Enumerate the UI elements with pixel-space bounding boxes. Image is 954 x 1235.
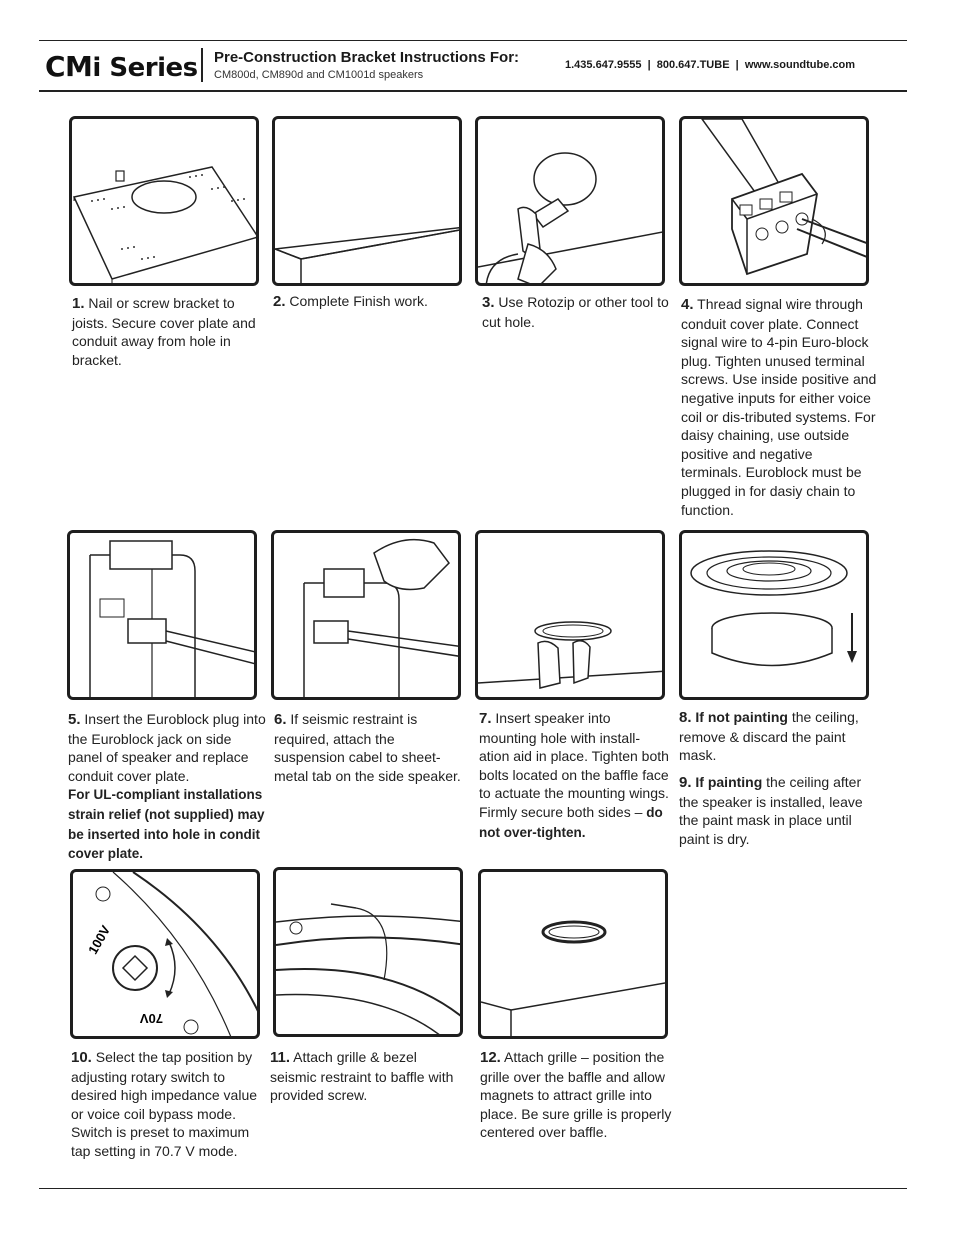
step-5-illustration xyxy=(67,530,257,700)
step-7-illustration xyxy=(475,530,665,700)
step-2-caption: 2. Complete Finish work. xyxy=(273,292,465,312)
step-12-caption: 12. Attach grille – position the grille … xyxy=(480,1048,684,1142)
step-7-caption: 7. Insert speaker into mounting hole wit… xyxy=(479,709,669,842)
tap-70v-label: 70V xyxy=(140,1011,163,1026)
step-11-illustration xyxy=(273,867,463,1037)
document-title: Pre-Construction Bracket Instructions Fo… xyxy=(214,49,519,66)
step-6-illustration xyxy=(271,530,461,700)
step-1-caption: 1. Nail or screw bracket to joists. Secu… xyxy=(72,294,262,369)
step-8-illustration xyxy=(679,530,869,700)
step-3-caption: 3. Use Rotozip or other tool to cut hole… xyxy=(482,293,672,331)
step-9-caption: 9. If painting the ceiling after the spe… xyxy=(679,773,879,848)
tap-100v-label: 100V xyxy=(85,923,113,957)
brand-logo: CMi Series xyxy=(45,50,198,83)
step-1-illustration xyxy=(69,116,259,286)
step-10-illustration: 100V 70V xyxy=(70,869,260,1039)
step-10-caption: 10. Select the tap position by adjusting… xyxy=(71,1048,261,1161)
step-8-caption: 8. If not painting the ceiling, remove &… xyxy=(679,708,879,765)
step-12-illustration xyxy=(478,869,668,1039)
header-rule xyxy=(39,90,907,92)
step-2-illustration xyxy=(272,116,462,286)
contact-info: 1.435.647.9555 | 800.647.TUBE | www.soun… xyxy=(565,59,855,71)
step-6-caption: 6. If seismic restraint is required, att… xyxy=(274,710,468,785)
step-4-caption: 4. Thread signal wire through conduit co… xyxy=(681,295,877,519)
step-4-illustration xyxy=(679,116,869,286)
bottom-rule xyxy=(39,1188,907,1189)
step-3-illustration xyxy=(475,116,665,286)
header-divider xyxy=(201,48,203,82)
top-rule xyxy=(39,40,907,41)
step-5-caption: 5. Insert the Euroblock plug into the Eu… xyxy=(68,710,268,864)
step-11-caption: 11. Attach grille & bezel seismic restra… xyxy=(270,1048,460,1105)
model-list: CM800d, CM890d and CM1001d speakers xyxy=(214,69,423,81)
